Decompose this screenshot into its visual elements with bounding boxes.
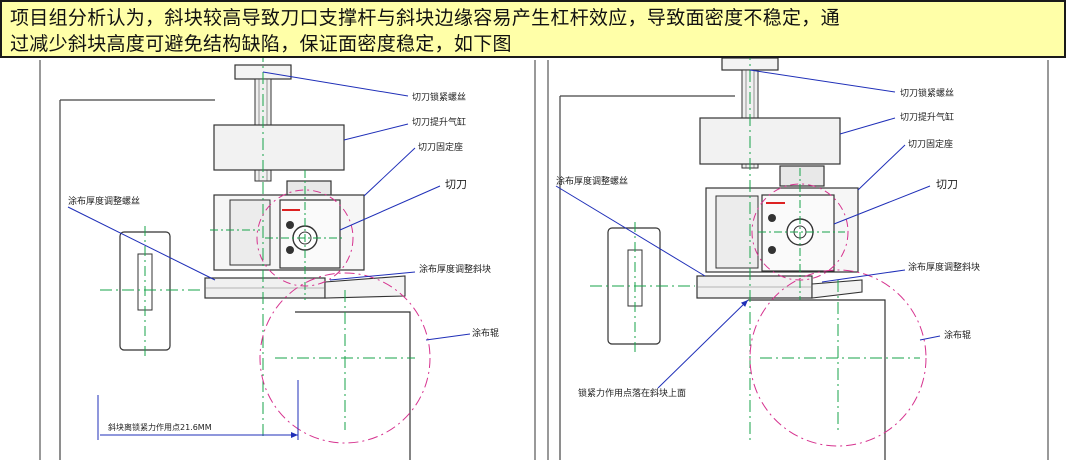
- left-drawing: 切刀锁紧螺丝 切刀提升气缸 切刀固定座 切刀 涂布厚度调整螺丝 涂布厚度调整斜块…: [39, 50, 536, 460]
- left-label-mount: 切刀固定座: [418, 141, 463, 153]
- caption-box: 项目组分析认为，斜块较高导致刀口支撑杆与斜块边缘容易产生杠杆效应，导致面密度不稳…: [0, 0, 1066, 58]
- right-drawing: 切刀锁紧螺丝 切刀提升气缸 切刀固定座 切刀 涂布厚度调整螺丝 涂布厚度调整斜块…: [547, 48, 1049, 460]
- left-label-roller: 涂布辊: [472, 327, 499, 339]
- right-lift-cylinder: [699, 117, 841, 165]
- right-label-wedge: 涂布厚度调整斜块: [908, 261, 980, 273]
- right-label-force-note: 锁紧力作用点落在斜块上面: [578, 387, 686, 399]
- right-label-roller: 涂布辊: [944, 329, 971, 341]
- right-label-thickness-screw: 涂布厚度调整螺丝: [556, 175, 628, 187]
- left-lift-cylinder: [213, 124, 345, 171]
- right-label-mount: 切刀固定座: [908, 138, 953, 150]
- left-label-blade: 切刀: [445, 178, 467, 191]
- left-label-thickness-screw: 涂布厚度调整螺丝: [68, 195, 140, 207]
- right-label-blade: 切刀: [936, 178, 958, 191]
- right-label-lock-screw: 切刀锁紧螺丝: [900, 87, 954, 99]
- left-label-wedge: 涂布厚度调整斜块: [419, 263, 491, 275]
- left-label-lock-screw: 切刀锁紧螺丝: [412, 91, 466, 103]
- caption-line-2: 过减少斜块高度可避免结构缺陷，保证面密度稳定，如下图: [10, 33, 512, 55]
- caption-line-1: 项目组分析认为，斜块较高导致刀口支撑杆与斜块边缘容易产生杠杆效应，导致面密度不稳…: [10, 7, 840, 29]
- left-label-lift-cylinder: 切刀提升气缸: [412, 116, 466, 128]
- left-label-distance-note: 斜块离锁紧力作用点21.6MM: [108, 422, 212, 432]
- right-label-lift-cylinder: 切刀提升气缸: [900, 111, 954, 123]
